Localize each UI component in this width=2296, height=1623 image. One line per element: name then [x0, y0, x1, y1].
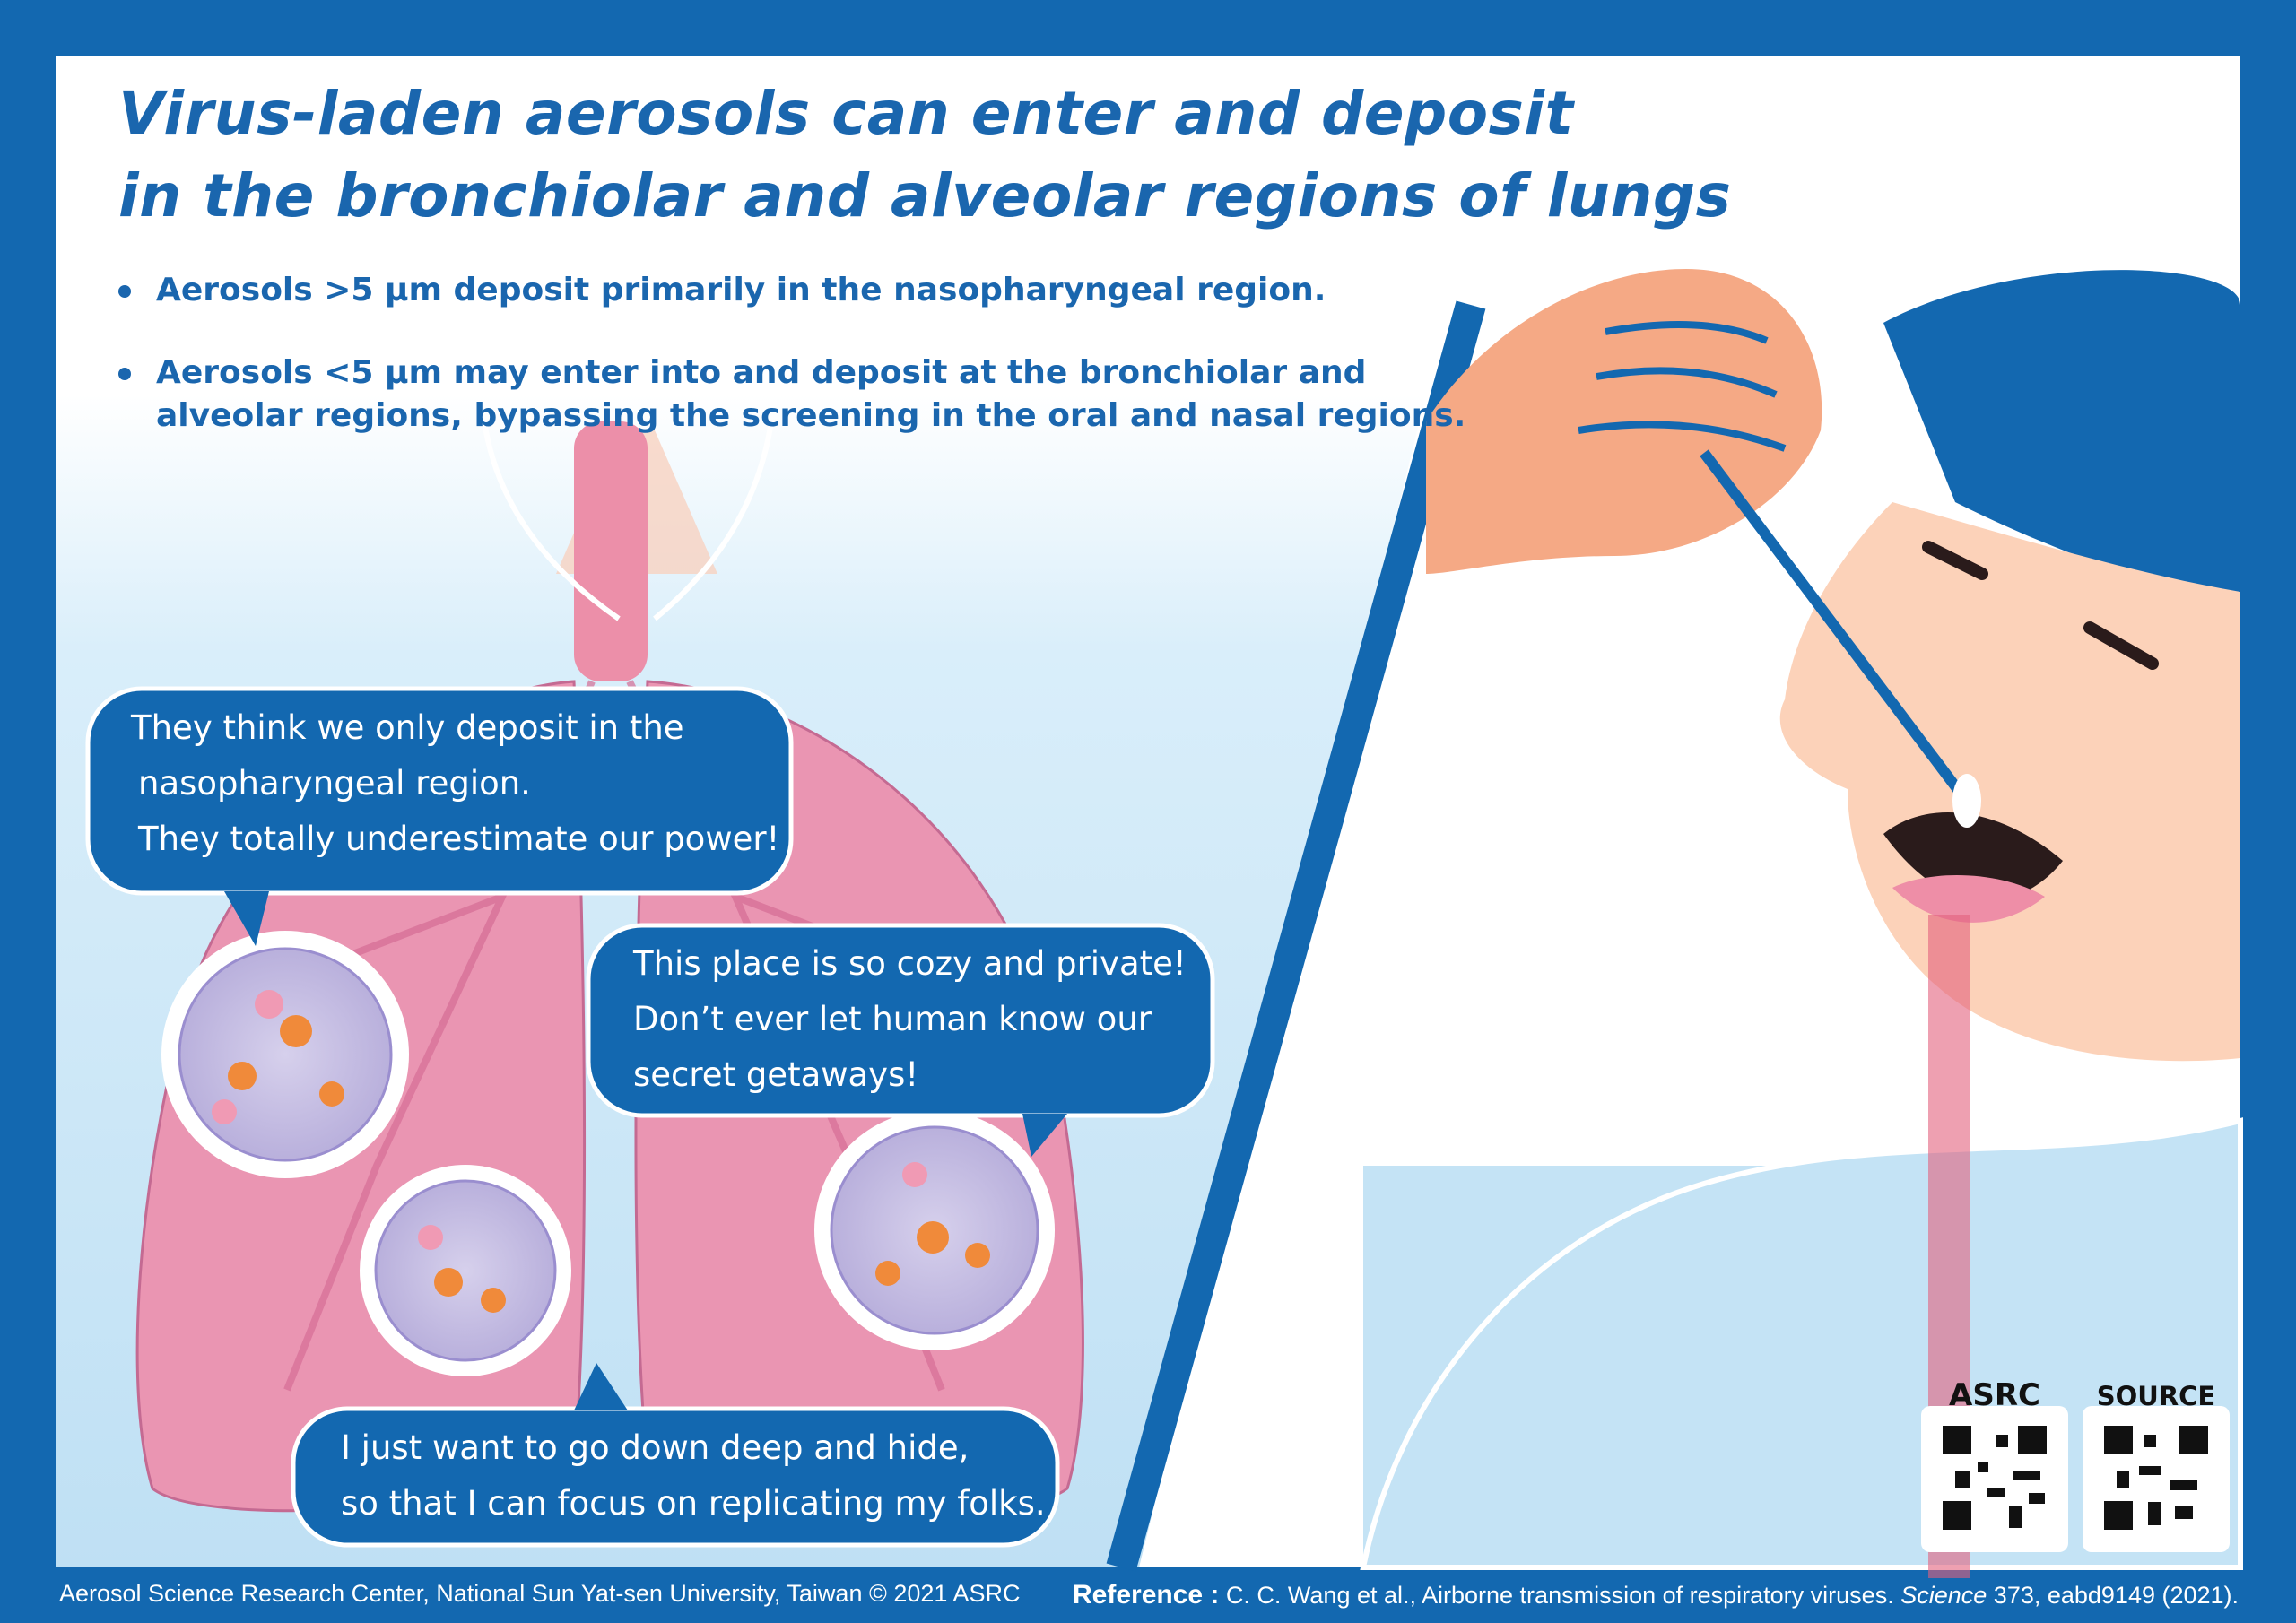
aerosol-particle-2	[360, 1165, 571, 1376]
qr-codes	[1921, 1406, 2230, 1552]
bubble-line: They totally underestimate our power!	[138, 820, 780, 858]
reference-tail: 373, eabd9149 (2021).	[1993, 1582, 2239, 1609]
bullet-2: Aerosols <5 µm may enter into and deposi…	[118, 352, 1465, 438]
bullet-dot	[118, 285, 131, 298]
divider	[1106, 300, 1486, 1572]
speech-bubble-1: They think we only deposit in the nasoph…	[131, 700, 779, 867]
bullet-1-text: Aerosols >5 µm deposit primarily in the …	[156, 272, 1326, 308]
title-line-2: in the bronchiolar and alveolar regions …	[118, 161, 1732, 230]
bubble-line: nasopharyngeal region.	[138, 764, 531, 803]
aerosol-particle-1	[161, 931, 409, 1178]
speech-bubble-2-shape	[586, 923, 1215, 1118]
reference-journal: Science	[1900, 1582, 1987, 1609]
speech-bubble-2: This place is so cozy and private! Don’t…	[633, 936, 1187, 1103]
bullet-2-line-2: alveolar regions, bypassing the screenin…	[156, 397, 1466, 434]
reference-text: C. C. Wang et al., Airborne transmission…	[1225, 1582, 1894, 1609]
footer-reference: Reference : C. C. Wang et al., Airborne …	[1073, 1580, 2239, 1610]
bubble-line: so that I can focus on replicating my fo…	[341, 1484, 1046, 1523]
speech-bubble-1-shape	[85, 686, 794, 896]
aerosol-particle-3	[814, 1110, 1055, 1350]
speech-bubble-3: I just want to go down deep and hide, so…	[341, 1420, 1046, 1532]
bullet-2-line-1: Aerosols <5 µm may enter into and deposi…	[156, 354, 1367, 391]
bullet-dot	[118, 368, 131, 380]
bubble-line: This place is so cozy and private!	[633, 944, 1187, 983]
bubble-line: secret getaways!	[633, 1055, 919, 1094]
bubble-line: They think we only deposit in the	[131, 708, 684, 747]
speech-bubble-3-shape	[291, 1406, 1060, 1548]
bullet-1: Aerosols >5 µm deposit primarily in the …	[118, 269, 1326, 312]
qr-label-source: SOURCE	[2096, 1381, 2216, 1411]
title-line-1: Virus-laden aerosols can enter and depos…	[118, 79, 1574, 148]
footer-credit: Aerosol Science Research Center, Nationa…	[59, 1580, 1021, 1607]
qr-label-asrc: ASRC	[1949, 1377, 2040, 1413]
bubble-line: Don’t ever let human know our	[633, 1000, 1152, 1038]
bubble-line: I just want to go down deep and hide,	[341, 1428, 970, 1467]
reference-label: Reference :	[1073, 1580, 1220, 1610]
